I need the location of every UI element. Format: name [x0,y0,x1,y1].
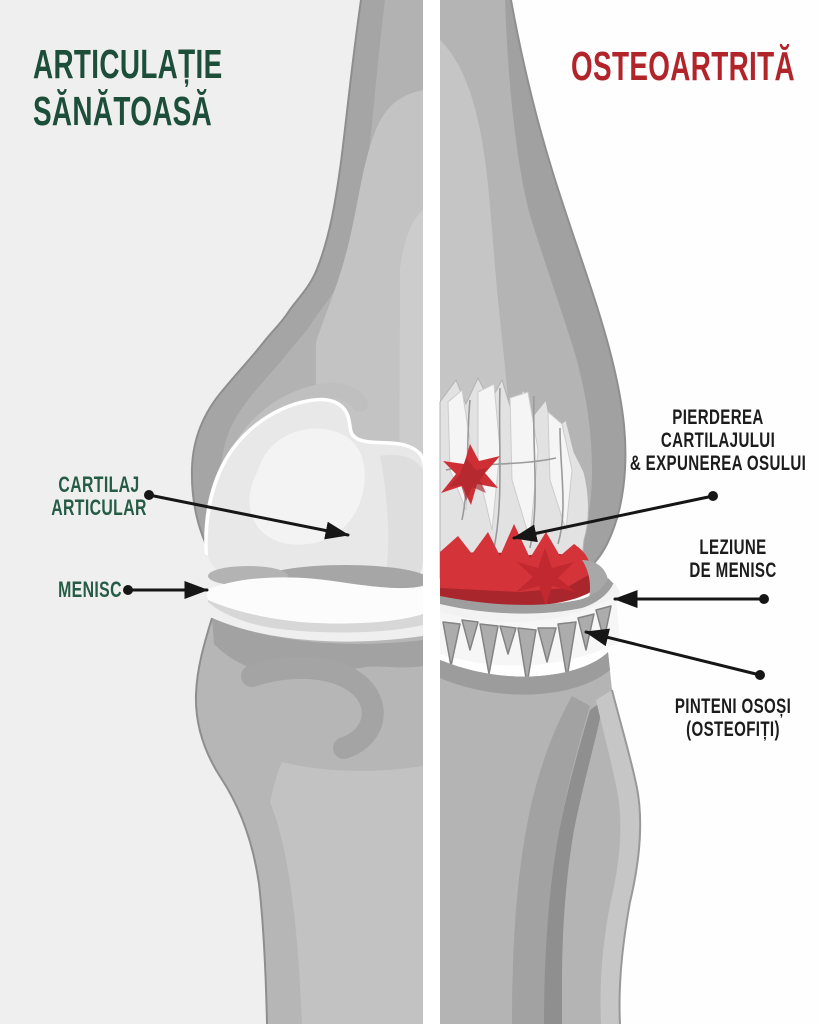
healthy-meniscus [206,565,429,633]
label-cartilaj-line-2: ARTICULAR [51,497,147,521]
oa-title: OSTEOARTRITĂ [571,44,795,90]
label-bone-spurs-line-2: (OSTEOFIȚI) [686,716,780,740]
label-cartilage-loss-line-2: CARTILAJULUI [661,427,775,451]
oa-osteophytes [440,596,620,685]
label-meniscus-lesion-line-1: LEZIUNE [699,534,766,558]
panel-divider [423,0,440,1024]
oa-inflammation-red [440,444,596,607]
healthy-title-line-1: ARTICULAȚIE [33,42,223,88]
cartilage-loss-leader-line [512,491,718,543]
label-cartilaj-line-1: CARTILAJ [58,474,139,498]
label-meniscus-lesion-line-2: DE MENISC [689,557,776,581]
meniscus-lesion-leader-line [613,590,769,608]
healthy-tibia [194,617,423,1024]
meniscus-leader-line [123,581,209,599]
oa-tibia [440,652,642,1024]
label-bone-spurs-line-1: PINTENI OSOȘI [675,693,791,717]
healthy-title-line-2: SĂNĂTOASĂ [33,89,212,135]
healthy-cartilage [204,397,427,600]
label-cartilage-loss-line-1: PIERDEREA [672,404,763,428]
bone-spurs-leader-line [584,628,765,680]
label-menisc: MENISC [58,579,122,603]
label-cartilage-loss-line-3: & EXPUNEREA OSULUI [630,450,806,474]
cartilage-leader-line [144,490,350,540]
